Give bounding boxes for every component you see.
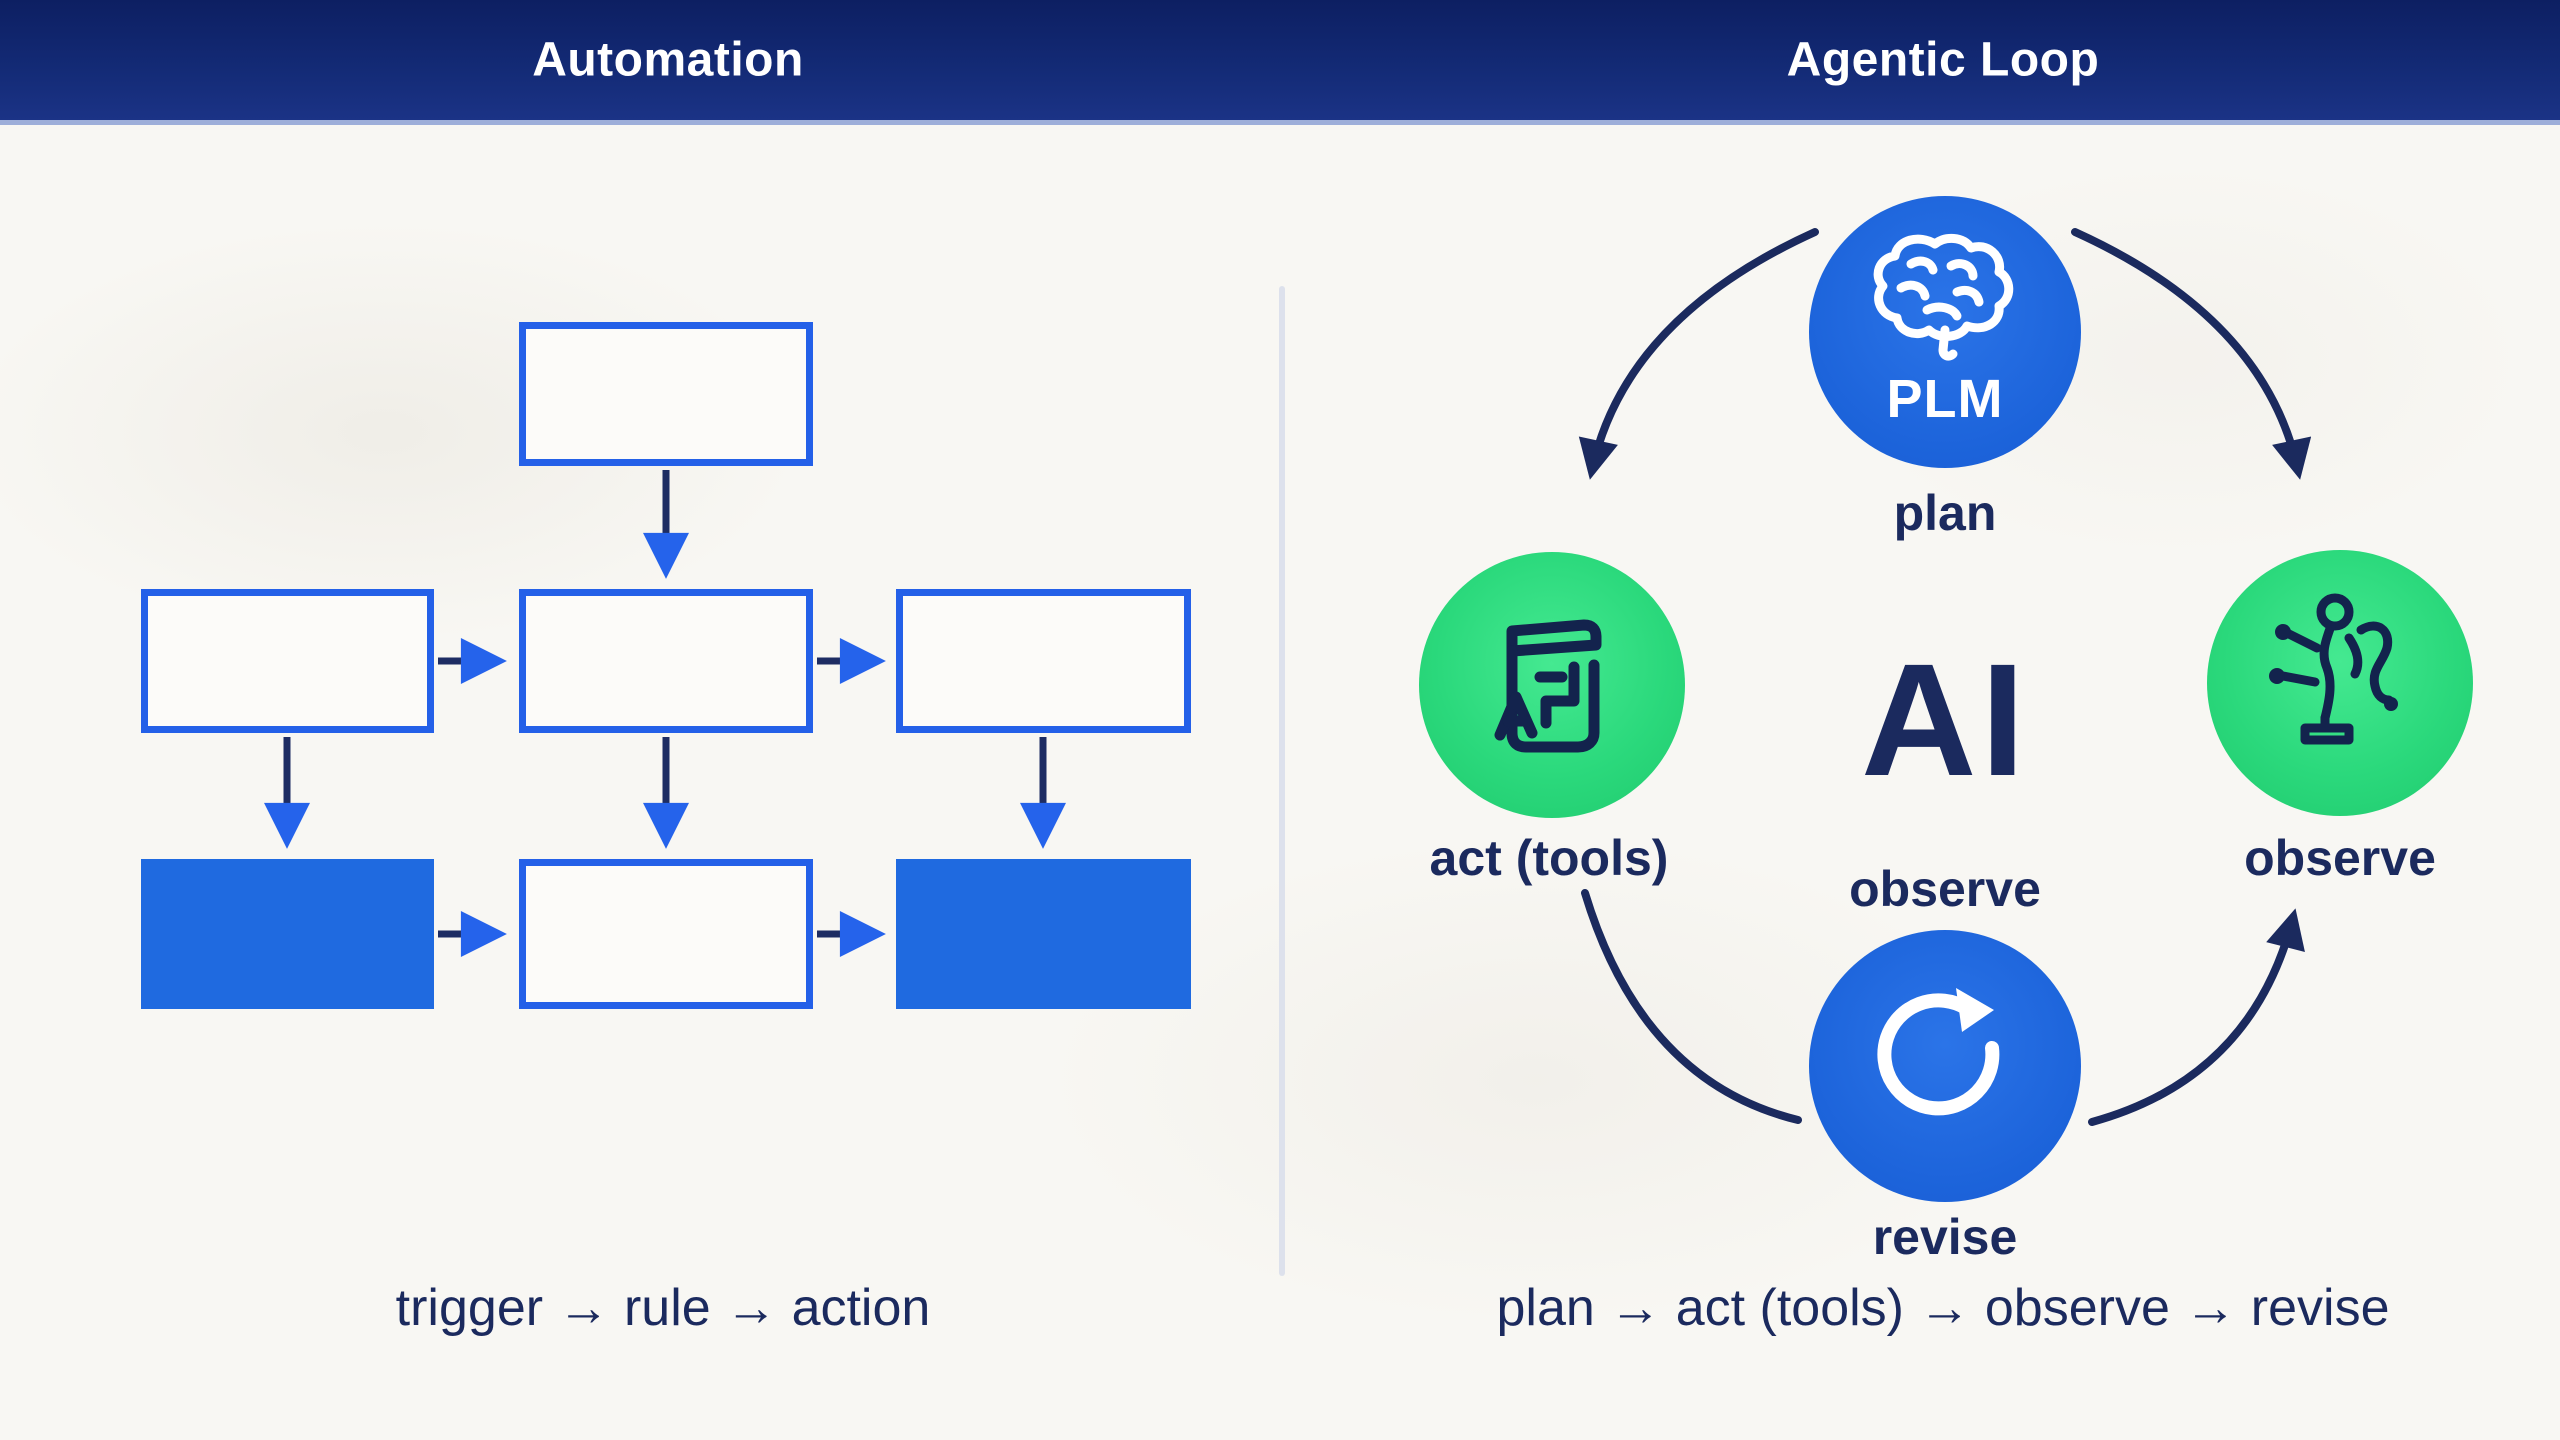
right-panel-title: Agentic Loop xyxy=(1786,33,2100,87)
center-observe-label: observe xyxy=(1849,861,2041,917)
panel-divider xyxy=(1279,286,1285,1276)
brain-icon xyxy=(1873,234,2014,361)
revise-node-circle xyxy=(1809,930,2081,1202)
circuit-figure-icon xyxy=(2269,593,2398,745)
act-label: act (tools) xyxy=(1429,830,1669,886)
act-node-circle xyxy=(1419,552,1685,818)
flowchart-box-mid-left xyxy=(141,589,434,733)
refresh-loop-icon xyxy=(1877,988,2000,1116)
observe-label: observe xyxy=(2244,830,2436,886)
document-tools-icon xyxy=(1494,619,1602,753)
flowchart-box-bottom-right xyxy=(896,859,1191,1009)
flowchart-box-bottom-left xyxy=(141,859,434,1009)
plan-node-circle: PLM xyxy=(1809,196,2081,468)
revise-label: revise xyxy=(1872,1209,2018,1265)
left-panel-title: Automation xyxy=(532,33,804,87)
plan-node-badge: PLM xyxy=(1886,369,2004,429)
flowchart-box-top xyxy=(519,322,813,466)
automation-caption: trigger → rule → action xyxy=(395,1279,931,1337)
flowchart-box-bottom-center xyxy=(519,859,813,1009)
plan-label: plan xyxy=(1893,485,1997,541)
flowchart-box-mid-center xyxy=(519,589,813,733)
observe-node-circle xyxy=(2207,550,2473,816)
flowchart-box-mid-right xyxy=(896,589,1191,733)
header-bar: Automation Agentic Loop xyxy=(0,0,2560,125)
agentic-caption: plan → act (tools) → observe → revise xyxy=(1496,1279,2390,1337)
ai-center-text: AI xyxy=(1861,630,2029,809)
